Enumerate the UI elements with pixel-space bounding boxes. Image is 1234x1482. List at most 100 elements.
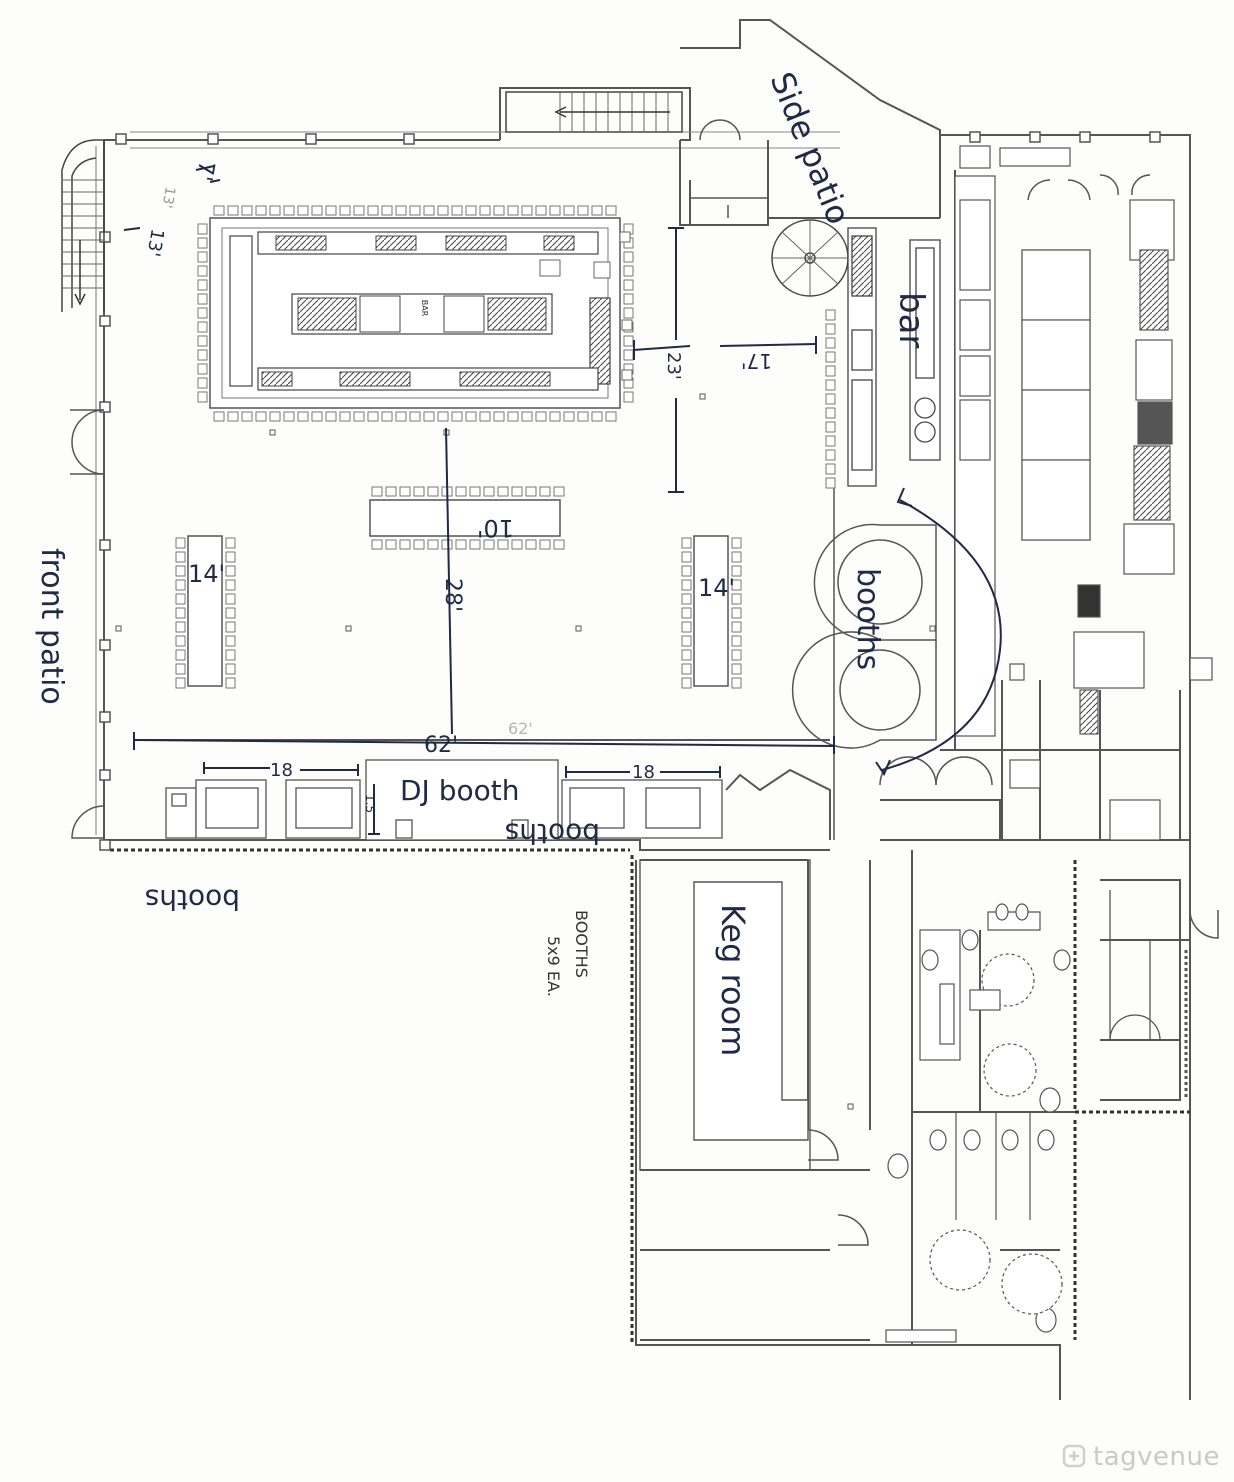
bar-stool xyxy=(549,411,561,422)
bar-stool xyxy=(197,377,208,389)
bar-end-stools xyxy=(539,231,633,381)
bar-stool xyxy=(825,435,836,447)
tagvenue-logo-icon xyxy=(1062,1444,1086,1468)
chair xyxy=(469,486,481,497)
booth-note-label: BOOTHS xyxy=(572,910,591,978)
chair xyxy=(525,486,537,497)
bar-stool xyxy=(283,411,295,422)
bar-stool xyxy=(197,349,208,361)
bar-stool xyxy=(623,391,634,403)
bar-stool xyxy=(381,205,393,216)
dj-booth-label: DJ booth xyxy=(400,774,519,807)
chair xyxy=(225,635,236,647)
bar-chairs-bottom xyxy=(213,411,617,422)
chair xyxy=(731,565,742,577)
chair xyxy=(441,539,453,550)
dim-62-faint: 62' xyxy=(508,719,533,738)
bar-stool xyxy=(591,205,603,216)
chair xyxy=(525,539,537,550)
chair xyxy=(681,649,692,661)
bar-stool xyxy=(423,205,435,216)
bar-stool xyxy=(493,411,505,422)
chair xyxy=(681,537,692,549)
spiral-staircase xyxy=(771,219,849,297)
bar-stool xyxy=(825,463,836,475)
bar-chairs-left xyxy=(197,223,208,403)
dimension-lines xyxy=(123,165,1002,835)
bar-stool xyxy=(311,411,323,422)
main-bar: BAR xyxy=(197,205,634,422)
bar-stool xyxy=(197,391,208,403)
dim-7: 7' xyxy=(191,159,219,183)
chair xyxy=(175,551,186,563)
chair xyxy=(681,551,692,563)
chair xyxy=(483,539,495,550)
bar-stool xyxy=(437,411,449,422)
chair xyxy=(175,621,186,633)
dim-28: 28' xyxy=(440,578,465,612)
dim-14-right: 14' xyxy=(698,574,735,602)
bar-stool xyxy=(825,323,836,335)
chair xyxy=(731,621,742,633)
bar-stool xyxy=(197,251,208,263)
chair xyxy=(371,539,383,550)
bar-stool xyxy=(325,205,337,216)
chair xyxy=(681,621,692,633)
booths-bottom-label: booths xyxy=(145,883,240,916)
bar-stool xyxy=(507,205,519,216)
bar-stool xyxy=(213,411,225,422)
chair xyxy=(225,677,236,689)
chair xyxy=(175,537,186,549)
bar-stool xyxy=(409,205,421,216)
dim-10: 10' xyxy=(477,514,514,542)
chair xyxy=(497,539,509,550)
side-patio-outline xyxy=(690,197,768,218)
chair xyxy=(225,579,236,591)
chair xyxy=(225,593,236,605)
bar-stool xyxy=(353,205,365,216)
watermark: tagvenue xyxy=(1061,1442,1220,1472)
bar-stool xyxy=(297,411,309,422)
chair xyxy=(511,486,523,497)
chair xyxy=(175,607,186,619)
bar-stool xyxy=(423,411,435,422)
bar-small-label: BAR xyxy=(420,300,429,317)
bar-stool xyxy=(493,205,505,216)
chair xyxy=(681,607,692,619)
chair xyxy=(225,565,236,577)
bar-stool xyxy=(825,309,836,321)
bar-stool xyxy=(451,411,463,422)
bar-stool xyxy=(367,411,379,422)
bar-chairs-top xyxy=(213,205,617,216)
chair xyxy=(539,539,551,550)
bar-stool xyxy=(577,411,589,422)
chair xyxy=(731,635,742,647)
chair xyxy=(225,621,236,633)
bar-stool xyxy=(825,393,836,405)
chair xyxy=(731,649,742,661)
chair xyxy=(175,663,186,675)
chair xyxy=(731,537,742,549)
chair xyxy=(399,486,411,497)
chair xyxy=(225,607,236,619)
keg-room-label: Keg room xyxy=(714,904,752,1056)
chair xyxy=(681,663,692,675)
bar-stool xyxy=(297,205,309,216)
chair xyxy=(455,539,467,550)
bar-label: bar xyxy=(891,292,931,348)
chair xyxy=(413,539,425,550)
chair xyxy=(371,486,383,497)
bar-stool xyxy=(605,205,617,216)
storage-room xyxy=(1109,890,1188,1100)
bar-stool xyxy=(563,411,575,422)
bar-stool xyxy=(311,205,323,216)
bar-stool xyxy=(339,205,351,216)
chair xyxy=(385,539,397,550)
bar-stool xyxy=(339,411,351,422)
bar-stool xyxy=(213,205,225,216)
chair xyxy=(731,607,742,619)
chair xyxy=(731,551,742,563)
watermark-text: tagvenue xyxy=(1093,1442,1220,1472)
booths-mid-label: booths xyxy=(505,817,600,850)
chair xyxy=(175,635,186,647)
